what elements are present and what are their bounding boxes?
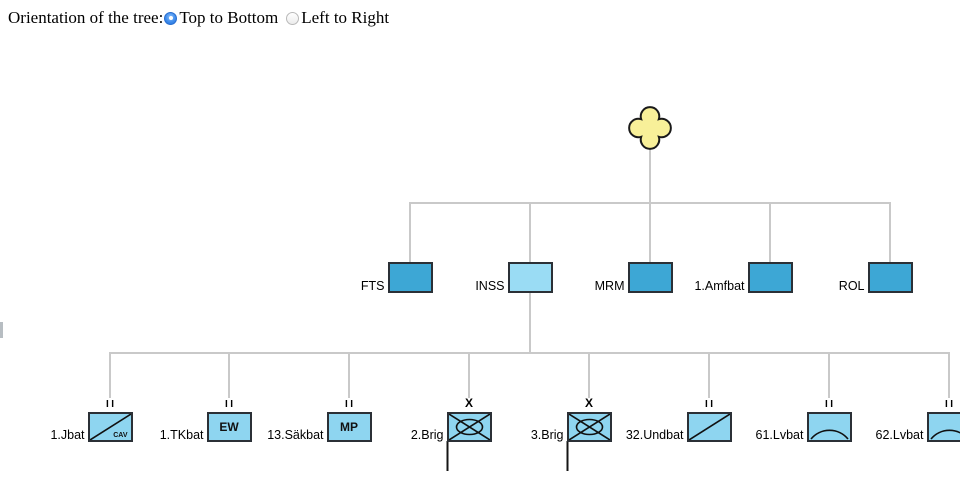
- mech-infantry-icon: [568, 414, 610, 440]
- node-label-3brig: 3.Brig: [530, 428, 564, 442]
- cavalry-diagonal-icon: [89, 414, 131, 440]
- tree-node-3brig[interactable]: [566, 412, 612, 442]
- echelon-battalion: II: [824, 399, 836, 410]
- node-label-rol: ROL: [838, 279, 865, 293]
- tree-node-tkbat[interactable]: EW: [206, 412, 252, 442]
- echelon-battalion: II: [224, 399, 236, 410]
- air-defense-arc-icon: [929, 429, 960, 440]
- unit-symbol-text: EW: [219, 420, 239, 434]
- quatrefoil-icon: [628, 106, 672, 150]
- echelon-brigade: X: [464, 396, 473, 410]
- node-label-tkbat: 1.TKbat: [159, 428, 204, 442]
- radio-left-to-right-label[interactable]: Left to Right: [301, 8, 390, 27]
- node-label-mrm: MRM: [594, 279, 625, 293]
- tree-node-61lvbat[interactable]: [806, 412, 852, 442]
- tree-node-rol[interactable]: [867, 262, 913, 293]
- air-defense-arc-icon: [809, 429, 849, 440]
- tree-node-undbat[interactable]: [686, 412, 732, 442]
- tree-node-mrm[interactable]: [627, 262, 673, 293]
- root-node[interactable]: [628, 106, 672, 150]
- radio-left-to-right[interactable]: [286, 11, 300, 25]
- mech-infantry-icon: [448, 414, 490, 440]
- radio-top-to-bottom-label[interactable]: Top to Bottom: [179, 8, 279, 27]
- node-label-2brig: 2.Brig: [410, 428, 444, 442]
- node-label-inss: INSS: [475, 279, 505, 293]
- tree-node-sakbat[interactable]: MP: [326, 412, 372, 442]
- unit-symbol-text: MP: [340, 420, 358, 434]
- echelon-battalion: II: [344, 399, 356, 410]
- echelon-brigade: X: [584, 396, 593, 410]
- orientation-label: Orientation of the tree:: [8, 8, 164, 27]
- tree-node-2brig[interactable]: [446, 412, 492, 442]
- node-label-jbat: 1.Jbat: [50, 428, 85, 442]
- tree-node-inss[interactable]: [507, 262, 553, 293]
- tree-node-jbat[interactable]: CAV: [87, 412, 133, 442]
- node-label-amfbat: 1.Amfbat: [694, 279, 745, 293]
- echelon-battalion: II: [704, 399, 716, 410]
- unit-symbol-text: CAV: [113, 432, 128, 439]
- node-label-61lvbat: 61.Lvbat: [755, 428, 804, 442]
- echelon-battalion: II: [105, 399, 117, 410]
- node-label-fts: FTS: [360, 279, 385, 293]
- edge-artifact: [0, 322, 3, 338]
- tree-node-amfbat[interactable]: [747, 262, 793, 293]
- orientation-control: Orientation of the tree: Top to Bottom Lef…: [8, 6, 389, 30]
- tree-node-fts[interactable]: [387, 262, 433, 293]
- echelon-battalion: II: [944, 399, 956, 410]
- node-label-62lvbat: 62.Lvbat: [875, 428, 924, 442]
- node-label-undbat: 32.Undbat: [625, 428, 684, 442]
- radio-top-to-bottom[interactable]: [164, 11, 178, 25]
- node-label-sakbat: 13.Säkbat: [267, 428, 324, 442]
- diagonal-icon: [688, 414, 730, 440]
- tree-node-62lvbat[interactable]: [926, 412, 960, 442]
